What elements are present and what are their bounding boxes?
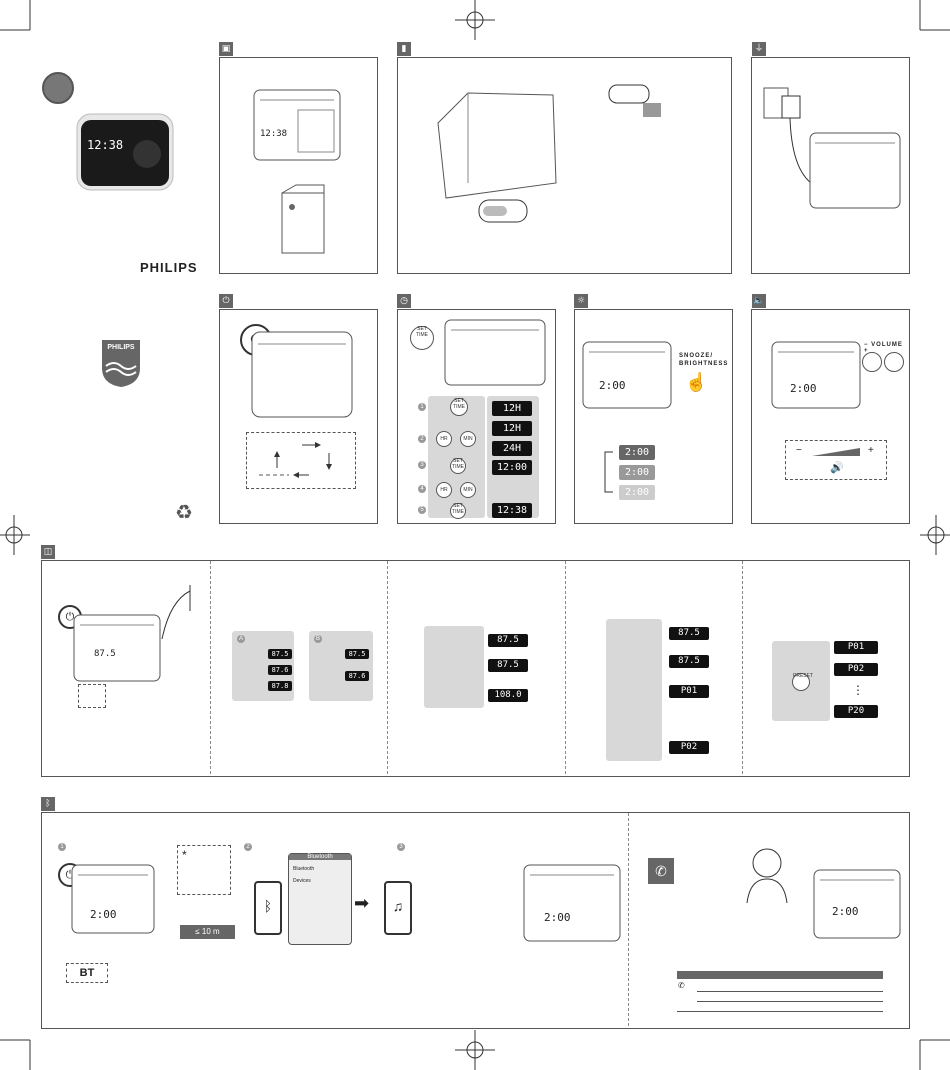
brightness-label: BRIGHTNESS [679,361,729,367]
crop-mark-br [919,1039,950,1070]
set-time-button-3[interactable]: SET TIME [450,458,466,474]
brightness-icon: ☼ [574,294,588,308]
battery-icon: ▮ [397,42,411,56]
hand-icon: ☝ [685,372,708,392]
volume-clock: 2:00 [790,382,817,395]
min-button[interactable]: MIN [460,431,476,447]
volume-plus-button[interactable] [884,352,904,372]
set-time-callout[interactable]: SET TIME [410,326,434,350]
brightness-level-mid: 2:00 [619,465,655,480]
philips-shield-logo: PHILIPS [100,338,142,388]
scan-panel [424,626,484,708]
panel-volume: 2:00 − VOLUME + − + 🔊 [751,309,910,524]
registration-mark-top [455,0,495,40]
demo-mode-box [246,432,356,489]
crop-mark-bl [0,1039,31,1070]
product-photo: 12:38 [75,112,175,192]
range-arrow: ≤ 10 m [180,925,235,939]
panel-power-adapter [751,57,910,274]
bt-indicator: BT [66,963,108,983]
bt-settings-screen: Bluetooth Bluetooth Devices [288,853,352,945]
plug-icon: ⏚ [752,42,766,56]
product-clock: 12:38 [87,138,124,152]
brightness-clock: 2:00 [599,379,626,392]
bt-long-press-box: * [177,845,231,895]
registration-mark-right [920,515,950,555]
panel-battery [397,57,732,274]
bluetooth-icon: ᛒ [41,797,55,811]
brightness-level-low: 2:00 [619,485,655,500]
radio-main-display: 87.5 [94,649,116,659]
panel-set-clock: SET TIME 1 2 3 4 5 SET TIME HR MIN SET T… [397,309,556,524]
set-time-button-5[interactable]: SET TIME [450,503,466,519]
preset-steps-panel [606,619,662,761]
min-button-4[interactable]: MIN [460,482,476,498]
radio-icon: ◫ [41,545,55,559]
incoming-call-icon: ✆ [648,858,674,884]
clock-steps-panel [428,396,485,518]
clock-lcd-3: 24H [492,441,532,456]
arrow-right-icon: ➡ [354,893,370,913]
hr-button[interactable]: HR [436,431,452,447]
volume-minus-button[interactable] [862,352,882,372]
call-clock: 2:00 [832,905,859,918]
volume-ramp-box: − + 🔊 [785,440,887,480]
product-badge [42,72,74,104]
brightness-level-high: 2:00 [619,445,655,460]
speaker-icon: 🔊 [830,462,844,474]
panel-bluetooth: 1 ⏻ 2:00 BT ≤ 10 m * 2 ᛒ Bluetooth Bluet… [41,812,910,1029]
phone-bt-settings: ᛒ [254,881,282,935]
brand-wordmark: PHILIPS [140,260,198,275]
recycle-icon: ♻ [175,502,193,524]
clock-icon: ◷ [397,294,411,308]
hr-button-4[interactable]: HR [436,482,452,498]
crop-mark-tr [919,0,950,31]
volume-icon: 🔈 [752,294,766,308]
manual-leaflet [281,184,325,254]
panel-radio: ⏻ 87.5 A B 87.5 87.6 87.8 87.5 87.6 87.5… [41,560,910,777]
power-icon: ⏻ [219,294,233,308]
phone-row-icon: ✆ [678,981,685,990]
panel-power-on: ⏻ [219,309,378,524]
preset-button[interactable]: PRESET [792,673,813,691]
snooze-label: SNOOZE/ [679,353,714,359]
clock-lcd-6: 12:38 [492,503,532,518]
music-phone: ♫ [384,881,412,935]
set-time-button[interactable]: SET TIME [450,398,468,416]
panel-box-contents: 12:38 [219,57,378,274]
bt-stream-clock: 2:00 [544,911,571,924]
clock-lcd-4: 12:00 [492,460,532,475]
registration-mark-bottom [455,1030,495,1070]
clock-lcd-2: 12H [492,421,532,436]
registration-mark-left [0,515,30,555]
person-headset [742,843,792,903]
crop-mark-tl [0,0,31,31]
volume-label: − VOLUME + [864,342,903,354]
box-clock-display: 12:38 [260,129,288,139]
clock-lcd-1: 12H [492,401,532,416]
package-icon: ▣ [219,42,233,56]
call-table-header [677,971,883,979]
panel-brightness: 2:00 SNOOZE/ BRIGHTNESS ☝ 2:00 2:00 2:00 [574,309,733,524]
bt-clock: 2:00 [90,908,117,921]
